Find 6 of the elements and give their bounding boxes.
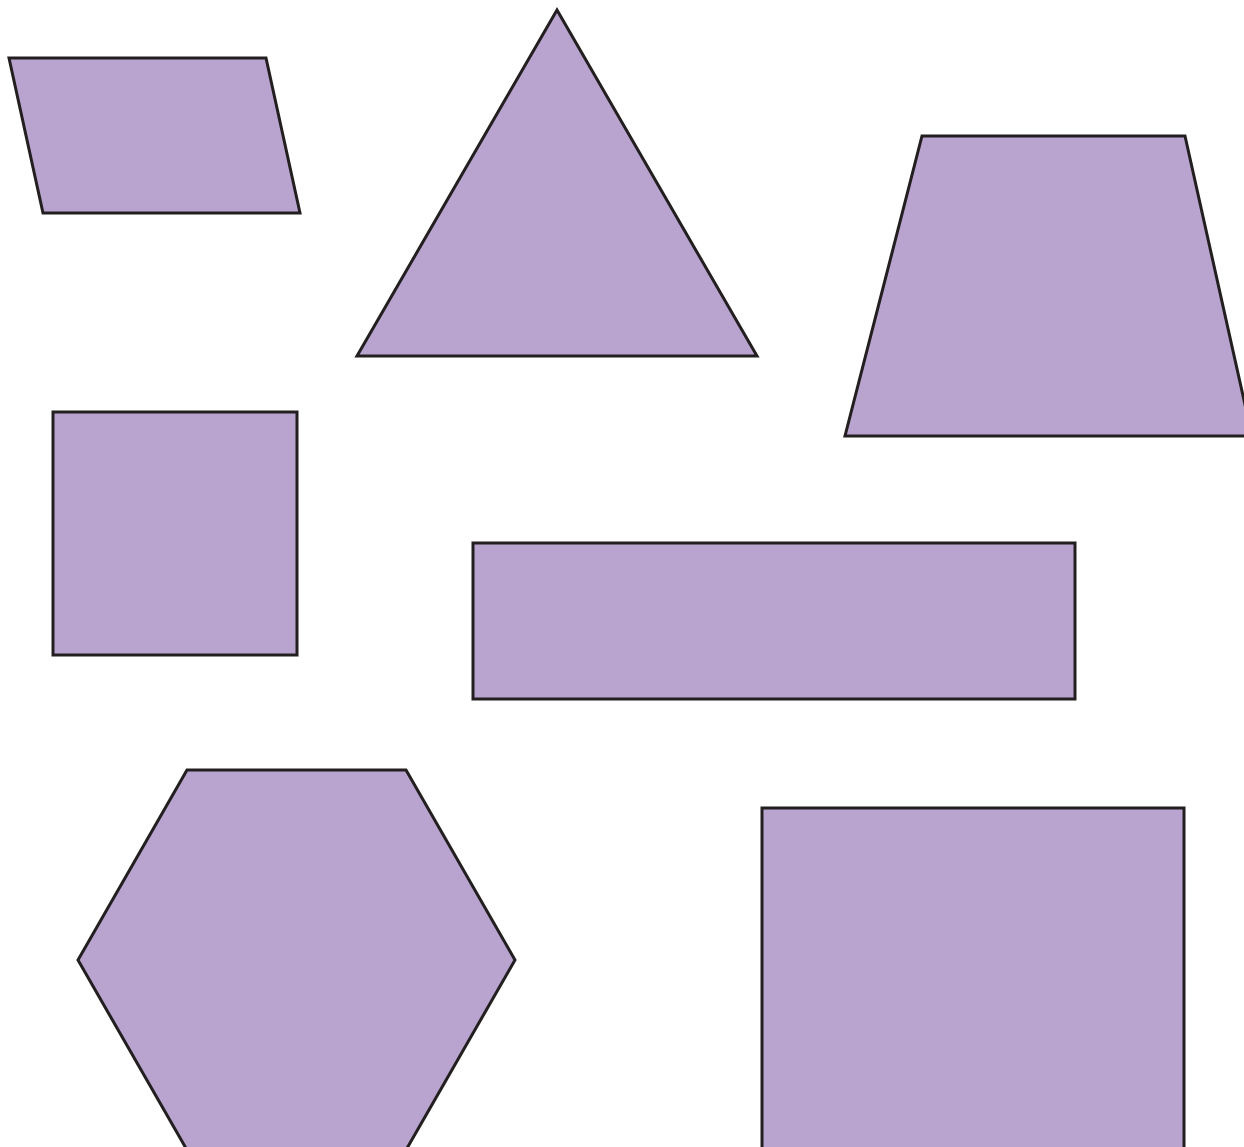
parallelogram-shape xyxy=(9,58,300,213)
triangle-shape xyxy=(357,10,757,356)
trapezoid-shape xyxy=(845,136,1244,436)
rectangle-shape xyxy=(53,412,297,655)
rectangle-shape xyxy=(473,543,1075,699)
hexagon-shape xyxy=(78,770,515,1147)
